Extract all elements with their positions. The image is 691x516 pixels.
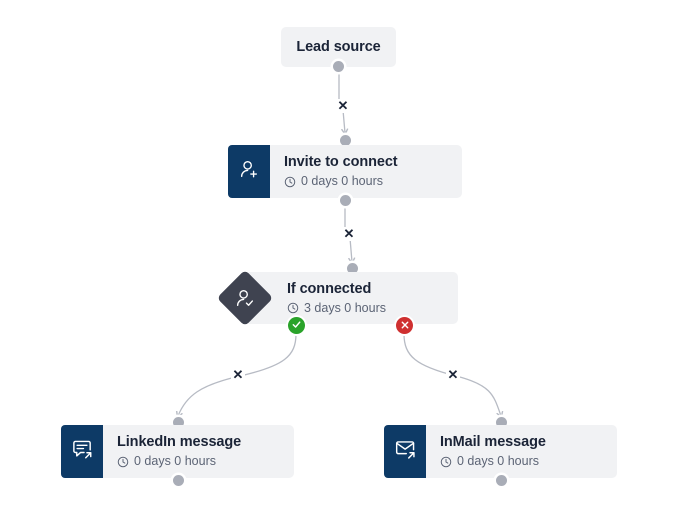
- cross-circle-icon: [400, 317, 410, 335]
- clock-icon: [117, 456, 129, 468]
- handle-invite-in[interactable]: [340, 135, 351, 146]
- node-linkedin-icon-block: [61, 425, 103, 478]
- handle-inmail-in[interactable]: [496, 417, 507, 428]
- handle-condition-in[interactable]: [347, 263, 358, 274]
- node-if-connected-body: If connected 3 days 0 hours: [273, 272, 458, 324]
- node-linkedin-delay: 0 days 0 hours: [117, 454, 294, 469]
- node-invite-delay-text: 0 days 0 hours: [301, 174, 383, 188]
- node-invite-icon-block: [228, 145, 270, 198]
- node-if-connected-title: If connected: [287, 280, 372, 297]
- check-circle-icon: [291, 317, 302, 335]
- clock-icon: [284, 176, 296, 188]
- node-inmail-message[interactable]: InMail message 0 days 0 hours: [384, 425, 617, 478]
- node-if-connected[interactable]: If connected 3 days 0 hours: [245, 272, 458, 324]
- node-linkedin-delay-text: 0 days 0 hours: [134, 454, 216, 468]
- node-lead-source[interactable]: Lead source: [281, 27, 396, 67]
- node-inmail-title: InMail message: [440, 434, 546, 450]
- message-send-icon: [71, 438, 94, 466]
- branch-badge-no[interactable]: [396, 317, 413, 334]
- handle-inmail-out[interactable]: [496, 475, 507, 486]
- node-lead-source-title: Lead source: [296, 38, 381, 55]
- handle-linkedin-out[interactable]: [173, 475, 184, 486]
- node-invite-title: Invite to connect: [284, 154, 398, 170]
- node-linkedin-title: LinkedIn message: [117, 434, 242, 450]
- node-linkedin-body: LinkedIn message 0 days 0 hours: [103, 425, 294, 478]
- node-if-connected-delay: 3 days 0 hours: [287, 301, 458, 316]
- node-linkedin-message[interactable]: LinkedIn message 0 days 0 hours: [61, 425, 294, 478]
- edge-yes-to-linkedin-delete[interactable]: ✕: [231, 367, 245, 382]
- branch-badge-yes[interactable]: [288, 317, 305, 334]
- node-inmail-delay-text: 0 days 0 hours: [457, 454, 539, 468]
- node-invite-delay: 0 days 0 hours: [284, 174, 462, 189]
- edge-invite-to-condition-delete[interactable]: ✕: [342, 226, 356, 241]
- clock-icon: [287, 302, 299, 314]
- clock-icon: [440, 456, 452, 468]
- node-if-connected-delay-text: 3 days 0 hours: [304, 300, 386, 315]
- node-inmail-delay: 0 days 0 hours: [440, 454, 617, 469]
- edge-no-to-inmail-delete[interactable]: ✕: [446, 367, 460, 382]
- node-if-connected-diamond[interactable]: [216, 269, 274, 327]
- handle-lead-source-out[interactable]: [333, 61, 344, 72]
- node-inmail-icon-block: [384, 425, 426, 478]
- node-inmail-body: InMail message 0 days 0 hours: [426, 425, 617, 478]
- person-add-icon: [238, 158, 260, 185]
- envelope-send-icon: [394, 438, 417, 466]
- node-invite-to-connect[interactable]: Invite to connect 0 days 0 hours: [228, 145, 462, 198]
- person-check-icon: [234, 287, 256, 309]
- edge-lead-to-invite-delete[interactable]: ✕: [336, 98, 350, 113]
- node-invite-body: Invite to connect 0 days 0 hours: [270, 145, 462, 198]
- handle-linkedin-in[interactable]: [173, 417, 184, 428]
- handle-invite-out[interactable]: [340, 195, 351, 206]
